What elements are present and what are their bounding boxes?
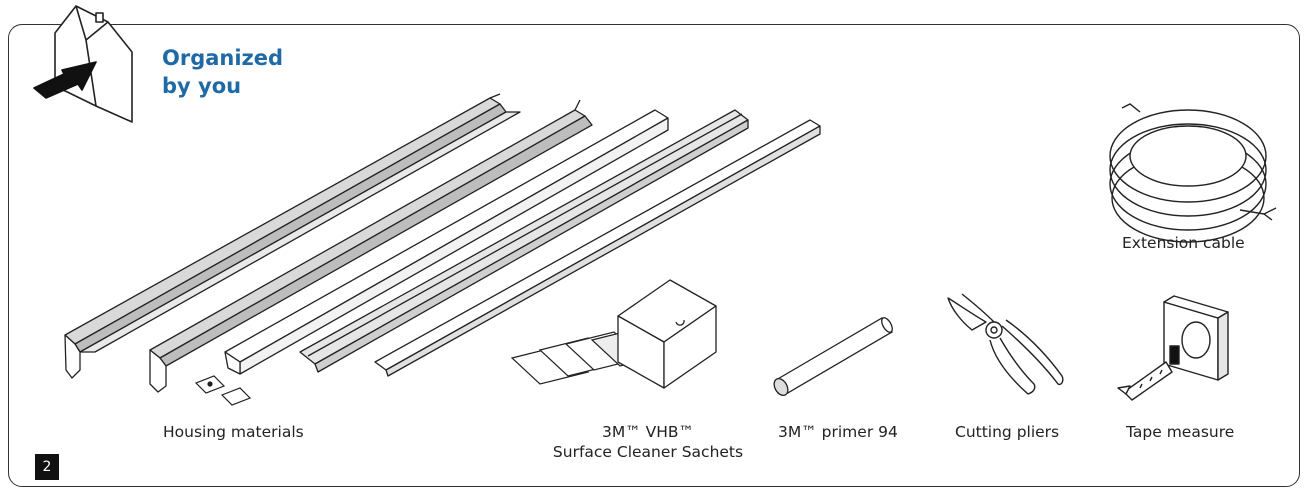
page-number-badge: 2 — [35, 454, 59, 480]
caption-cutting-pliers: Cutting pliers — [955, 423, 1060, 441]
primer-stick-icon — [773, 317, 893, 397]
mounting-clip-icon — [194, 375, 252, 406]
cable-coil-icon — [1109, 103, 1277, 243]
caption-surface-cleaner-sachets: 3M™ VHB™ Surface Cleaner Sachets — [552, 423, 744, 461]
caption-tape-measure: Tape measure — [1126, 423, 1235, 441]
caption-extension-cable: Extension cable — [1122, 234, 1245, 252]
box-icon — [617, 279, 717, 389]
house-with-arrow-icon — [33, 5, 133, 123]
headline-line1: Organized — [162, 46, 284, 70]
cutting-pliers-icon — [947, 293, 1064, 395]
headline-line2: by you — [162, 74, 242, 98]
caption-housing-materials: Housing materials — [163, 423, 304, 441]
tape-measure-icon — [1117, 295, 1229, 401]
content-frame — [8, 24, 1300, 487]
page-headline: Organized by you — [162, 44, 283, 100]
aluminum-profile-icon — [64, 93, 821, 393]
caption-primer: 3M™ primer 94 — [778, 423, 898, 441]
